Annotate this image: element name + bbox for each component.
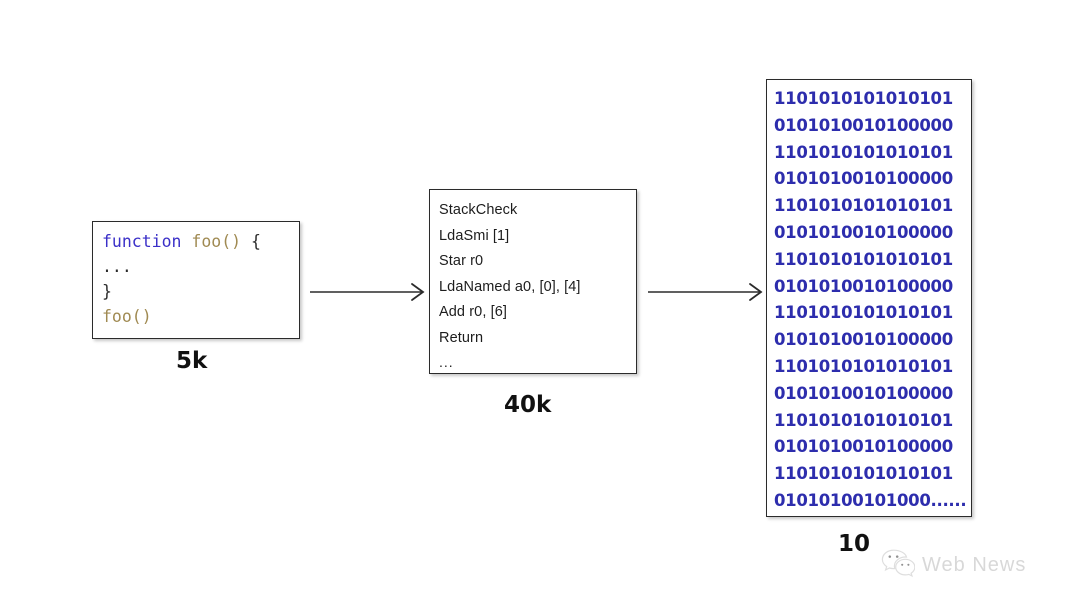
binary-line: 01010100101000...... xyxy=(774,490,967,510)
binary-line: 1101010101010101 xyxy=(774,249,953,269)
watermark-label: Web News xyxy=(922,554,1027,576)
function-name-token: foo() xyxy=(191,232,242,251)
arrow-bytecode-to-binary xyxy=(648,279,766,305)
keyword-token: function xyxy=(102,232,182,251)
binary-line: 0101010010100000 xyxy=(774,383,953,403)
space-token xyxy=(181,232,191,251)
bytecode-line: LdaNamed a0, [0], [4] xyxy=(439,278,581,295)
bytecode-box: StackCheck LdaSmi [1] Star r0 LdaNamed a… xyxy=(429,189,637,374)
binary-size-caption: 10 xyxy=(838,531,871,557)
source-code-line: } xyxy=(102,279,290,304)
brace-open-token: { xyxy=(241,232,261,251)
binary-line: 0101010010100000 xyxy=(774,437,953,457)
binary-line: 1101010101010101 xyxy=(774,196,953,216)
watermark: Web News xyxy=(881,548,1026,583)
binary-line: 0101010010100000 xyxy=(774,169,953,189)
binary-line: 1101010101010101 xyxy=(774,464,953,484)
binary-line: 0101010010100000 xyxy=(774,276,953,296)
bytecode-line: Star r0 xyxy=(439,253,484,269)
bytecode-line-ellipsis: ... xyxy=(439,354,454,370)
binary-line: 0101010010100000 xyxy=(774,115,953,135)
source-code-box: function foo() { ... } foo() xyxy=(92,221,300,339)
binary-line: 1101010101010101 xyxy=(774,410,953,430)
binary-line: 0101010010100000 xyxy=(774,330,953,350)
bytecode-line: StackCheck xyxy=(439,202,518,218)
function-call-token: foo() xyxy=(102,307,152,326)
source-size-caption: 5k xyxy=(176,348,208,374)
binary-line: 1101010101010101 xyxy=(774,89,953,108)
bytecode-line: Return xyxy=(439,329,484,346)
arrow-source-to-bytecode xyxy=(310,279,428,305)
binary-line: 1101010101010101 xyxy=(774,303,953,323)
source-code-line: function foo() { xyxy=(102,229,290,254)
binary-line: 0101010010100000 xyxy=(774,222,953,242)
binary-line: 1101010101010101 xyxy=(774,356,953,376)
brace-close-token: } xyxy=(102,282,112,301)
source-code-line: foo() xyxy=(102,304,290,329)
bytecode-line: Add r0, [6] xyxy=(439,304,507,320)
ellipsis-token: ... xyxy=(102,257,132,276)
machine-code-box: 1101010101010101 0101010010100000 110101… xyxy=(766,79,972,517)
bytecode-size-caption: 40k xyxy=(504,392,552,418)
bytecode-line: LdaSmi [1] xyxy=(439,227,510,244)
wechat-logo-icon xyxy=(881,548,916,583)
binary-line: 1101010101010101 xyxy=(774,142,953,162)
source-code-line: ... xyxy=(102,254,290,279)
